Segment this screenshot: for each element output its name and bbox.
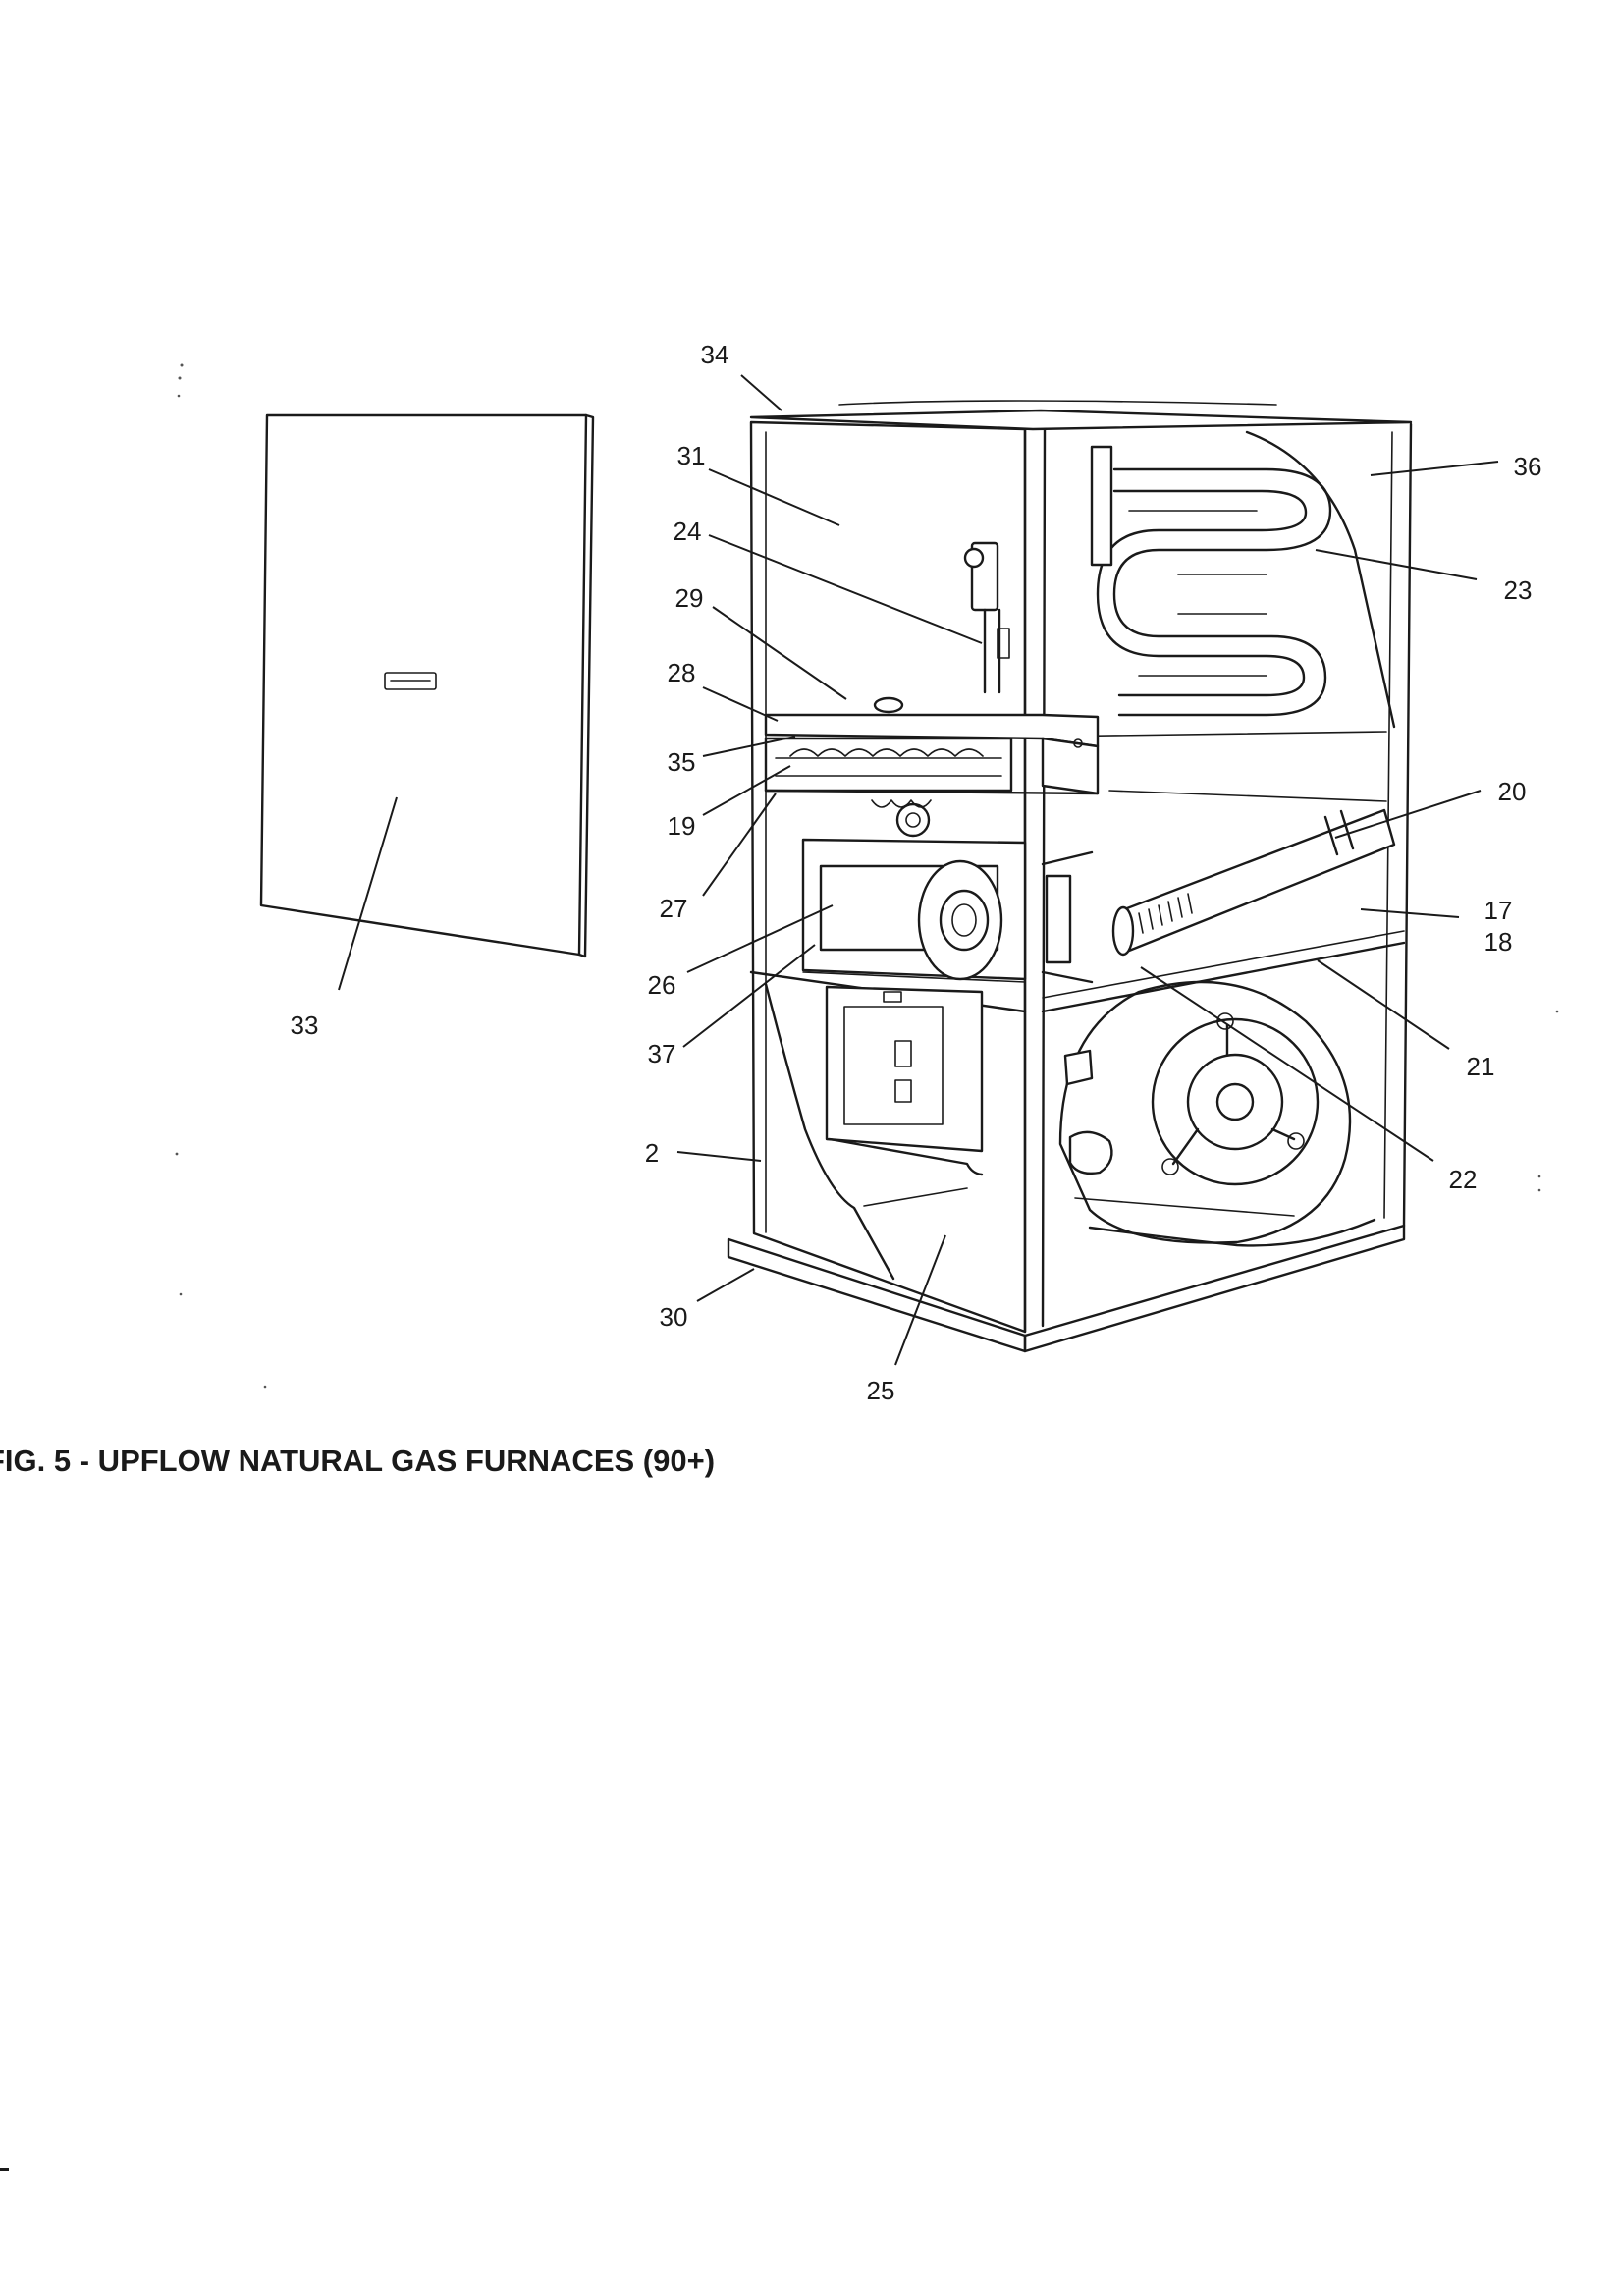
- blower-assembly: [1058, 980, 1376, 1247]
- callout-19: 19: [668, 811, 696, 841]
- scan-specks: [0, 363, 1559, 2171]
- callout-37: 37: [648, 1039, 676, 1068]
- control-box: [764, 982, 984, 1281]
- vent-pipe: [1111, 808, 1396, 957]
- callout-28: 28: [668, 658, 696, 687]
- callout-2: 2: [645, 1138, 659, 1168]
- callout-21: 21: [1467, 1052, 1495, 1081]
- callout-27: 27: [660, 894, 688, 923]
- burner-assembly: [764, 696, 1100, 838]
- gas-valve-assembly: [963, 541, 1010, 694]
- front-door-panel: [259, 413, 595, 958]
- callout-labels: 34 31 24 29 28 35 19 27 26 37 2 30 25 33…: [291, 340, 1542, 1405]
- callout-23: 23: [1504, 575, 1533, 605]
- callout-33: 33: [291, 1011, 319, 1040]
- callout-24: 24: [674, 517, 702, 546]
- leader-lines: [338, 374, 1499, 1366]
- callout-30: 30: [660, 1302, 688, 1332]
- callout-18: 18: [1484, 927, 1513, 957]
- callout-35: 35: [668, 747, 696, 777]
- base-rail-right: [1023, 1224, 1406, 1353]
- callout-20: 20: [1498, 777, 1527, 806]
- callout-17: 17: [1484, 896, 1513, 925]
- callout-22: 22: [1449, 1165, 1478, 1194]
- heat-exchanger-coil: [1090, 430, 1396, 729]
- top-panel: [749, 409, 1413, 431]
- callout-25: 25: [867, 1376, 895, 1405]
- inducer-assembly: [801, 838, 1094, 984]
- callout-31: 31: [677, 441, 706, 470]
- figure-caption: FIG. 5 - UPFLOW NATURAL GAS FURNACES (90…: [0, 1444, 715, 1478]
- callout-29: 29: [675, 583, 704, 613]
- callout-34: 34: [701, 340, 729, 369]
- base-rail-left: [727, 1237, 1027, 1353]
- callout-26: 26: [648, 970, 676, 1000]
- callout-36: 36: [1514, 452, 1542, 481]
